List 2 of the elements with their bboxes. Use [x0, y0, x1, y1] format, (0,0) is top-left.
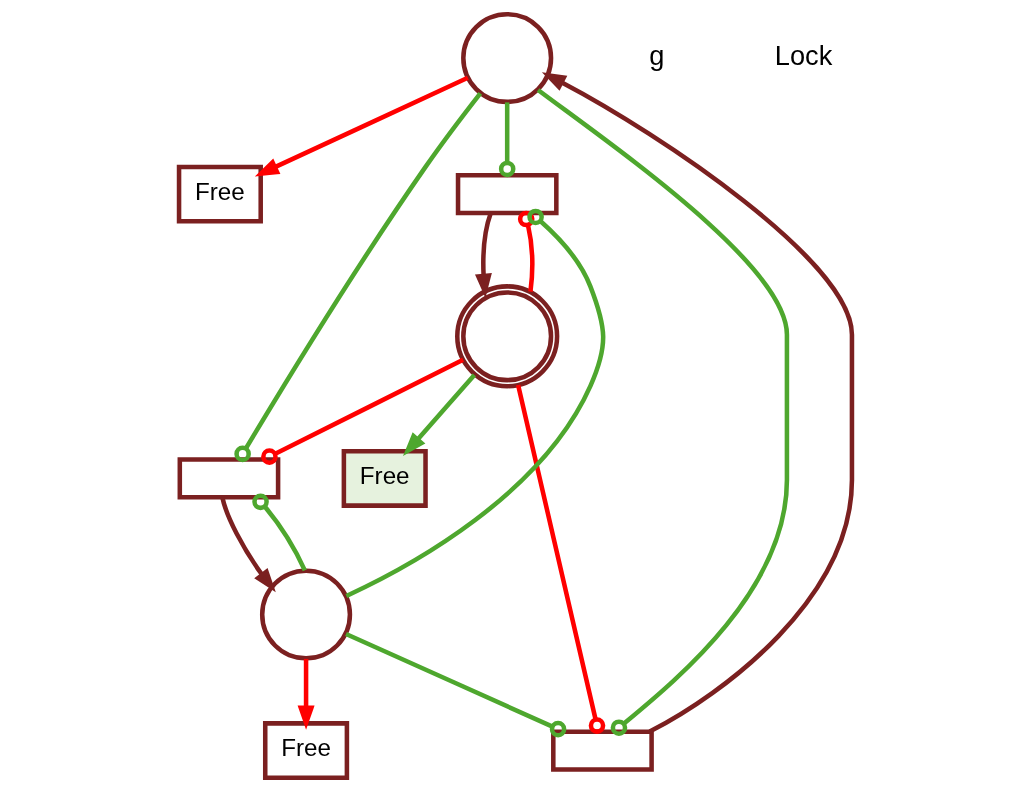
- label: g: [649, 39, 665, 71]
- label: Lock: [774, 39, 833, 71]
